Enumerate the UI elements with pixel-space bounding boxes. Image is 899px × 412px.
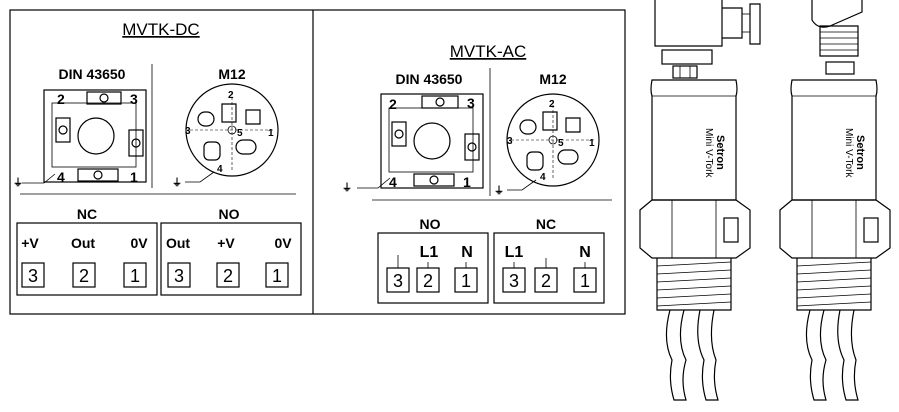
ac-din-pin-1: 1 (463, 174, 471, 190)
terminal-number: 3 (174, 266, 184, 286)
dc-section: MVTK-DC DIN 43650 2 3 4 1 ⏚ M12 (13, 20, 302, 296)
terminal-number: 1 (272, 266, 282, 286)
ground-icon: ⏚ (13, 177, 23, 189)
ac-no-terminal-block: NO L1 N 3 2 1 (377, 216, 489, 304)
dc-din-pin-2: 2 (57, 91, 65, 107)
ac-din-pin-3: 3 (467, 95, 475, 111)
screw-icon (429, 175, 439, 185)
ac-title: MVTK-AC (450, 42, 527, 61)
dc-m12-pin-5: 5 (237, 128, 243, 139)
ac-din-connector: DIN 43650 2 3 4 1 ⏚ (342, 71, 484, 194)
model-label: Mini V-Tork (703, 128, 714, 178)
ac-m12-pin-3: 3 (507, 136, 513, 147)
ac-m12-pin-2: 2 (549, 99, 555, 110)
diagram-frame (9, 9, 626, 315)
ground-icon: ⏚ (342, 182, 352, 194)
dc-no-terminal-block: NO Out +V 0V 3 2 1 (160, 206, 302, 296)
dc-nc-terminal-block: NC +V Out 0V 3 2 1 (16, 206, 158, 296)
terminal-label: 0V (274, 235, 292, 251)
dc-m12-pin-4: 4 (217, 164, 223, 175)
ground-icon: ⏚ (494, 185, 504, 197)
dc-m12-pin-1: 1 (268, 128, 274, 139)
terminal-number: 2 (79, 266, 89, 286)
dc-din-pin-3: 3 (130, 91, 138, 107)
terminal-label: +V (217, 235, 235, 251)
dc-m12-connector: M12 2 3 5 1 4 ⏚ (172, 66, 279, 189)
terminal-number: 3 (509, 271, 519, 291)
terminal-label: N (579, 244, 591, 261)
dc-din-pin-4: 4 (57, 169, 65, 185)
ac-nc-heading: NC (536, 216, 556, 232)
terminal-label: N (461, 244, 473, 261)
dc-m12-label: M12 (218, 66, 245, 82)
terminal-number: 3 (28, 266, 38, 286)
terminal-number: 2 (541, 271, 551, 291)
sensor-din-illustration: Setron Mini V-Tork (639, 0, 761, 401)
brand-label: Setron (854, 135, 866, 170)
terminal-number: 1 (580, 271, 590, 291)
terminal-number: 2 (423, 271, 433, 291)
dc-din-ground-lead (22, 173, 56, 184)
terminal-number: 1 (130, 266, 140, 286)
ac-din-pin-4: 4 (389, 174, 397, 190)
ac-din-pin-2: 2 (389, 96, 397, 112)
terminal-number: 1 (461, 271, 471, 291)
ac-m12-pin-5: 5 (558, 138, 564, 149)
ac-din-label: DIN 43650 (396, 71, 463, 87)
terminal-label: Out (166, 235, 190, 251)
ground-icon: ⏚ (172, 177, 182, 189)
dc-title: MVTK-DC (122, 20, 199, 39)
dc-no-heading: NO (219, 206, 240, 222)
ac-nc-terminal-block: NC L1 N 3 2 1 (493, 216, 605, 304)
terminal-number: 3 (393, 271, 403, 291)
ac-din-ground-lead (357, 177, 391, 189)
screw-icon (93, 170, 103, 180)
terminal-label: 0V (130, 235, 148, 251)
screw-icon (394, 129, 404, 139)
model-label: Mini V-Tork (843, 128, 854, 178)
dc-din-label: DIN 43650 (59, 66, 126, 82)
ac-m12-label: M12 (539, 71, 566, 87)
ac-m12-ground-lead (507, 179, 537, 191)
ac-section: MVTK-AC DIN 43650 2 3 4 1 ⏚ M12 (342, 42, 612, 304)
ac-no-heading: NO (420, 216, 441, 232)
terminal-label: +V (21, 235, 39, 251)
terminal-label: Out (71, 235, 95, 251)
dc-nc-heading: NC (77, 206, 97, 222)
ac-m12-connector: M12 2 3 5 1 4 ⏚ (494, 71, 600, 197)
sensor-m12-illustration: Setron Mini V-Tork (779, 0, 891, 401)
terminal-label: L1 (505, 244, 524, 261)
brand-label: Setron (714, 135, 726, 170)
dc-din-connector: DIN 43650 2 3 4 1 ⏚ (13, 66, 147, 189)
screw-icon (435, 97, 445, 107)
ac-m12-pin-1: 1 (589, 138, 595, 149)
screw-icon (467, 142, 477, 152)
screw-icon (99, 93, 109, 103)
screw-icon (131, 138, 141, 148)
dc-m12-pin-3: 3 (185, 126, 191, 137)
dc-m12-ground-lead (185, 171, 215, 183)
terminal-number: 2 (223, 266, 233, 286)
dc-din-pin-1: 1 (130, 169, 138, 185)
terminal-label: L1 (420, 244, 439, 261)
screw-icon (58, 125, 68, 135)
dc-m12-pin-2: 2 (228, 90, 234, 101)
ac-m12-pin-4: 4 (540, 172, 546, 183)
